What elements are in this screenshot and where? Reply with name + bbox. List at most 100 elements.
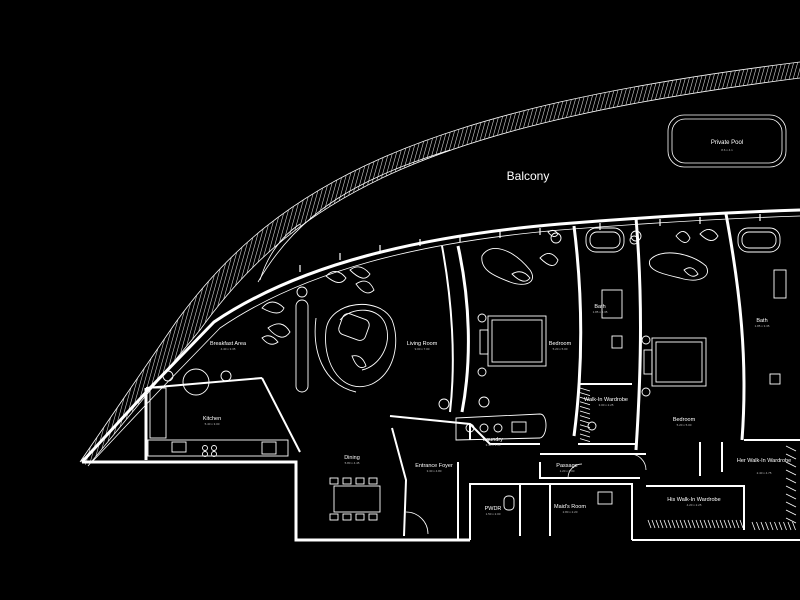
closet-hatch xyxy=(769,521,774,531)
railing-hatch xyxy=(323,62,445,466)
closet-hatch xyxy=(695,519,700,529)
room-name-walkin-1: Walk-In Wardrobe xyxy=(584,397,628,403)
railing-hatch xyxy=(683,62,800,466)
railing-hatch xyxy=(175,62,297,466)
room-dims-bath-1: 1.85 x 3.35 xyxy=(593,310,608,314)
room-name-breakfast: Breakfast Area xyxy=(210,341,247,347)
closet-hatch xyxy=(579,387,591,392)
railing-hatch xyxy=(171,62,293,466)
closet-hatch xyxy=(687,519,692,529)
railing-hatch xyxy=(315,62,437,466)
closet-hatch xyxy=(679,519,684,529)
closet-hatch xyxy=(683,519,688,529)
closet-hatch xyxy=(671,519,676,529)
railing-hatch xyxy=(727,62,800,466)
room-name-bath-1: Bath xyxy=(594,304,605,310)
railing-hatch xyxy=(711,62,800,466)
railing-hatch xyxy=(111,62,233,466)
closet-hatch xyxy=(785,461,797,468)
railing-hatch xyxy=(80,62,173,466)
railing-hatch xyxy=(751,62,800,466)
railing-hatch xyxy=(779,62,800,466)
railing-hatch xyxy=(235,62,357,466)
balcony-label: Balcony xyxy=(507,169,550,183)
railing-hatch xyxy=(731,62,800,466)
railing-hatch xyxy=(643,62,765,466)
closet-hatch xyxy=(785,517,797,524)
railing-hatch xyxy=(407,62,529,466)
railing-hatch xyxy=(183,62,305,466)
railing-hatch xyxy=(107,62,229,466)
railing-hatch xyxy=(787,62,800,466)
closet-hatch xyxy=(691,519,696,529)
railing-hatch xyxy=(715,62,800,466)
railing-hatch xyxy=(771,62,800,466)
closet-hatch xyxy=(787,521,792,531)
closet-hatch xyxy=(655,519,660,529)
railing-hatch xyxy=(795,62,800,466)
railing-hatch xyxy=(203,62,325,466)
railing-hatch xyxy=(343,62,465,466)
railing-hatch xyxy=(703,62,800,466)
room-dims-bedroom-1: 5.20 x 5.00 xyxy=(553,347,568,351)
railing-hatch xyxy=(231,62,353,466)
railing-hatch xyxy=(187,62,309,466)
closet-hatch xyxy=(707,519,712,529)
railing-hatch xyxy=(439,62,561,466)
furniture xyxy=(147,227,787,535)
railing-hatch xyxy=(123,62,245,466)
closet-hatch xyxy=(579,392,591,396)
railing-hatch xyxy=(691,62,800,466)
closet-hatch xyxy=(774,521,778,531)
railing-hatch xyxy=(655,62,777,466)
closet-hatch xyxy=(719,519,724,529)
railing-hatch xyxy=(80,62,181,466)
railing-hatch xyxy=(195,62,317,466)
closet-hatch xyxy=(792,521,796,531)
room-dims-bath-2: 1.85 x 3.35 xyxy=(755,324,770,328)
closet-hatch xyxy=(579,415,591,419)
railing-hatch xyxy=(767,62,800,466)
closet-hatch xyxy=(579,406,591,410)
railing-hatch xyxy=(467,62,589,466)
railing-hatch xyxy=(299,62,421,466)
railing-hatch xyxy=(219,62,341,466)
railing-hatch xyxy=(167,62,289,466)
railing-hatch xyxy=(415,62,537,466)
room-name-her-wardrobe: Her Walk-In Wardrobe xyxy=(737,458,791,464)
railing-hatch xyxy=(255,62,377,466)
railing-hatch xyxy=(151,62,273,466)
closet-hatch xyxy=(739,519,744,529)
room-name-kitchen: Kitchen xyxy=(203,416,221,422)
closet-hatch xyxy=(778,521,783,531)
railing-hatch xyxy=(223,62,345,466)
railing-hatch xyxy=(159,62,281,466)
railing-hatch xyxy=(375,62,497,466)
railing-hatch xyxy=(395,62,517,466)
railing-hatch xyxy=(695,62,800,466)
room-labels: Balcony Breakfast Area 4.40 x 3.35 Kitch… xyxy=(203,169,791,516)
railing-hatch xyxy=(191,62,313,466)
railing-hatch xyxy=(707,62,800,466)
railing-hatch xyxy=(139,62,261,466)
closet-hatch xyxy=(579,429,591,433)
railing-hatch xyxy=(759,62,800,466)
closet-hatch xyxy=(760,521,765,531)
railing-hatch xyxy=(327,62,449,466)
room-name-bedroom-1: Bedroom xyxy=(549,341,572,347)
railing-hatch xyxy=(423,62,545,466)
railing-hatch xyxy=(80,62,197,466)
closet-hatch xyxy=(579,410,591,415)
railing-hatch xyxy=(627,62,749,466)
railing-hatch xyxy=(99,62,221,466)
closet-hatch xyxy=(579,433,591,438)
railing-hatch xyxy=(743,62,800,466)
railing-hatch xyxy=(287,62,409,466)
room-dims-bedroom-2: 5.20 x 5.00 xyxy=(677,423,692,427)
room-dims-laundry: 3.40 x 1.60 xyxy=(486,443,501,447)
railing-hatch xyxy=(511,62,633,466)
closet-hatch xyxy=(751,521,756,531)
railing-hatch xyxy=(459,62,581,466)
closet-hatch xyxy=(785,509,797,516)
railing-hatch xyxy=(479,62,601,466)
